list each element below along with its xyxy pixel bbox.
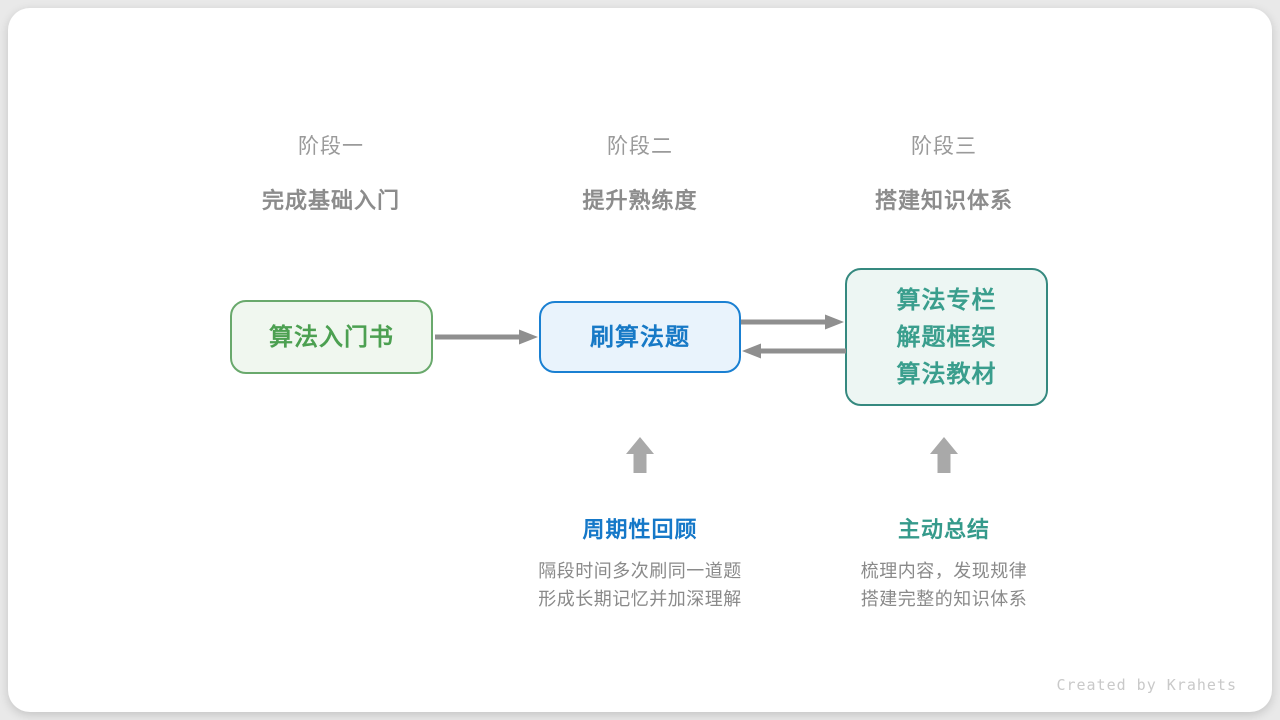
annotation-periodic-review-desc: 隔段时间多次刷同一道题 形成长期记忆并加深理解 [480,558,800,613]
box-practice-problems-title: 刷算法题 [590,323,690,351]
box-resource-textbook: 算法教材 [896,360,997,388]
desc-line: 梳理内容，发现规律 [860,561,1028,581]
desc-line: 搭建完整的知识体系 [860,588,1028,609]
arrow-right-icon [741,314,844,330]
desc-line: 隔段时间多次刷同一道题 [538,561,742,581]
block-arrow-up-icon [930,437,958,473]
annotation-periodic-review-title: 周期性回顾 [582,517,698,542]
arrow-left-icon [742,343,846,359]
stage-2-label: 阶段二 [607,135,673,158]
stage-3-header: 阶段三 搭建知识体系 [834,130,1054,215]
stage-2-header: 阶段二 提升熟练度 [530,130,750,215]
stage-1-label: 阶段一 [298,135,364,158]
box-intro-book-title: 算法入门书 [269,323,394,351]
box-practice-problems: 刷算法题 [539,301,741,373]
stage-1-subtitle: 完成基础入门 [261,188,400,213]
stage-3-label: 阶段三 [911,135,977,158]
box-knowledge-resources: 算法专栏 解题框架 算法教材 [845,268,1048,406]
desc-line: 形成长期记忆并加深理解 [538,588,742,609]
stage-3-subtitle: 搭建知识体系 [874,188,1013,213]
box-resource-column: 算法专栏 [896,286,997,314]
box-intro-book: 算法入门书 [230,300,433,374]
annotation-active-summary-desc: 梳理内容，发现规律 搭建完整的知识体系 [784,558,1104,613]
annotation-active-summary-title: 主动总结 [897,517,990,542]
stage-2-subtitle: 提升熟练度 [582,188,698,213]
block-arrow-up-icon [626,437,654,473]
stage-1-header: 阶段一 完成基础入门 [221,130,441,215]
arrow-right-icon [435,329,538,345]
watermark-credit: Created by Krahets [1056,676,1237,694]
box-resource-framework: 解题框架 [896,323,997,351]
